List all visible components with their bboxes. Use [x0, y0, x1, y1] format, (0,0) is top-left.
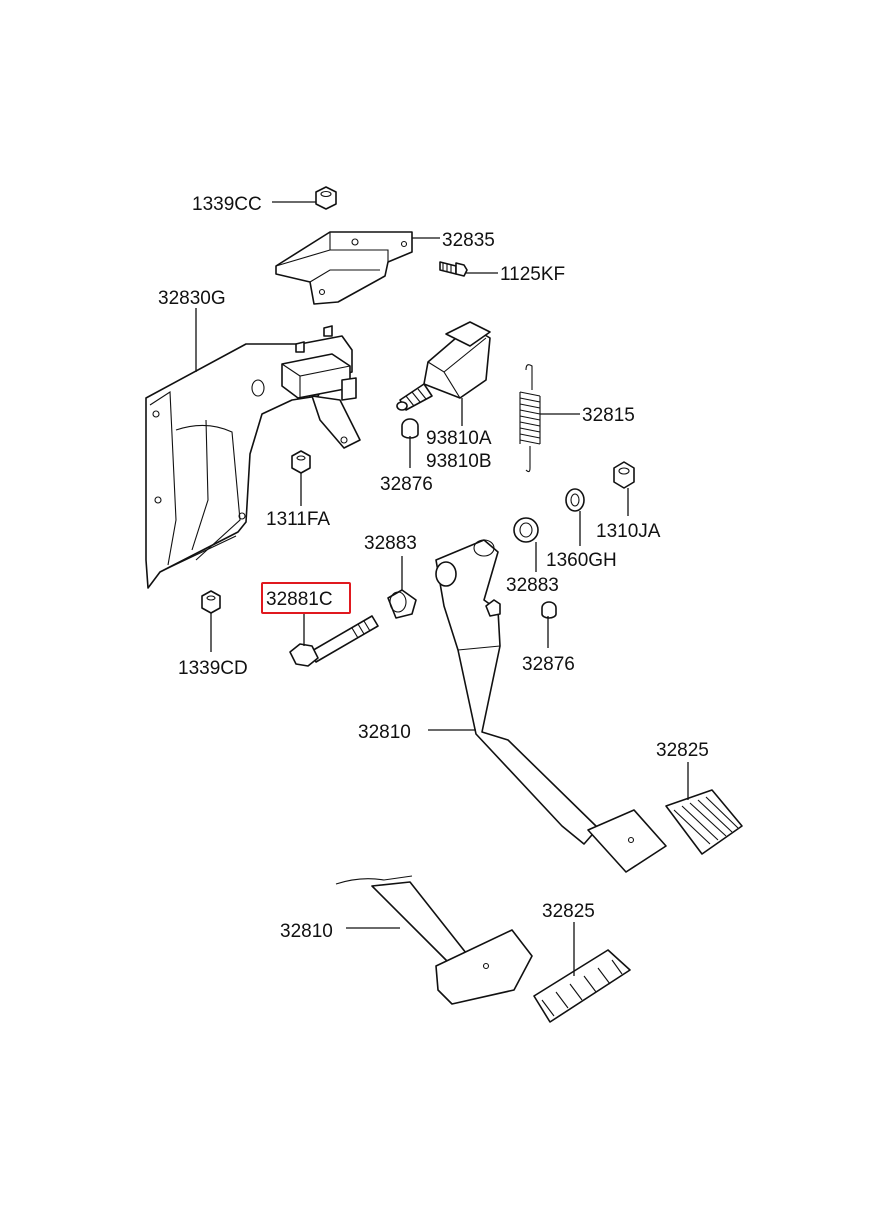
label-32876-upper[interactable]: 32876 — [380, 474, 433, 495]
washer-drawing — [565, 488, 585, 512]
label-1310JA[interactable]: 1310JA — [596, 521, 661, 542]
label-1339CD[interactable]: 1339CD — [178, 658, 248, 679]
stopper-upper-drawing — [401, 418, 419, 439]
label-32883-right[interactable]: 32883 — [506, 575, 559, 596]
label-32883-left[interactable]: 32883 — [364, 533, 417, 554]
label-32825-upper[interactable]: 32825 — [656, 740, 709, 761]
support-bracket-drawing — [145, 325, 361, 589]
label-1360GH[interactable]: 1360GH — [546, 550, 617, 571]
label-32835[interactable]: 32835 — [442, 230, 495, 251]
label-32810-upper[interactable]: 32810 — [358, 722, 411, 743]
label-1125KF[interactable]: 1125KF — [500, 264, 565, 285]
label-32830G[interactable]: 32830G — [158, 288, 226, 309]
label-1339CC[interactable]: 1339CC — [192, 194, 262, 215]
label-1311FA[interactable]: 1311FA — [266, 509, 330, 530]
spring-drawing — [519, 364, 541, 473]
highlight-box-pivot-bolt — [261, 582, 351, 614]
nut-mid-drawing — [291, 450, 311, 474]
part-labels: 1339CC 32835 1125KF 32830G 93810A 93810B… — [158, 194, 709, 942]
label-93810A[interactable]: 93810A — [426, 428, 492, 449]
label-32815[interactable]: 32815 — [582, 405, 635, 426]
label-32810-lower[interactable]: 32810 — [280, 921, 333, 942]
pad-lower-drawing — [533, 949, 631, 1023]
pedal-arm-lower-drawing — [335, 875, 533, 1005]
pivot-bolt-drawing — [289, 615, 379, 667]
pedal-arm-upper-drawing — [435, 539, 667, 873]
bracket-drawing — [275, 231, 413, 305]
label-32876-lower[interactable]: 32876 — [522, 654, 575, 675]
nut-right-drawing — [613, 461, 635, 489]
bushing-left-drawing — [387, 589, 417, 619]
nut-lower-drawing — [201, 590, 221, 614]
label-32825-lower[interactable]: 32825 — [542, 901, 595, 922]
pad-upper-drawing — [665, 789, 743, 855]
label-32881C[interactable]: 32881C — [266, 589, 333, 610]
stopper-lower-drawing — [541, 601, 557, 619]
leader-lines — [195, 201, 689, 976]
switch-drawing — [396, 321, 491, 411]
bushing-right-drawing — [513, 517, 539, 543]
small-bolt-drawing — [439, 261, 468, 277]
nut-top-drawing — [315, 186, 337, 210]
label-93810B[interactable]: 93810B — [426, 451, 492, 472]
